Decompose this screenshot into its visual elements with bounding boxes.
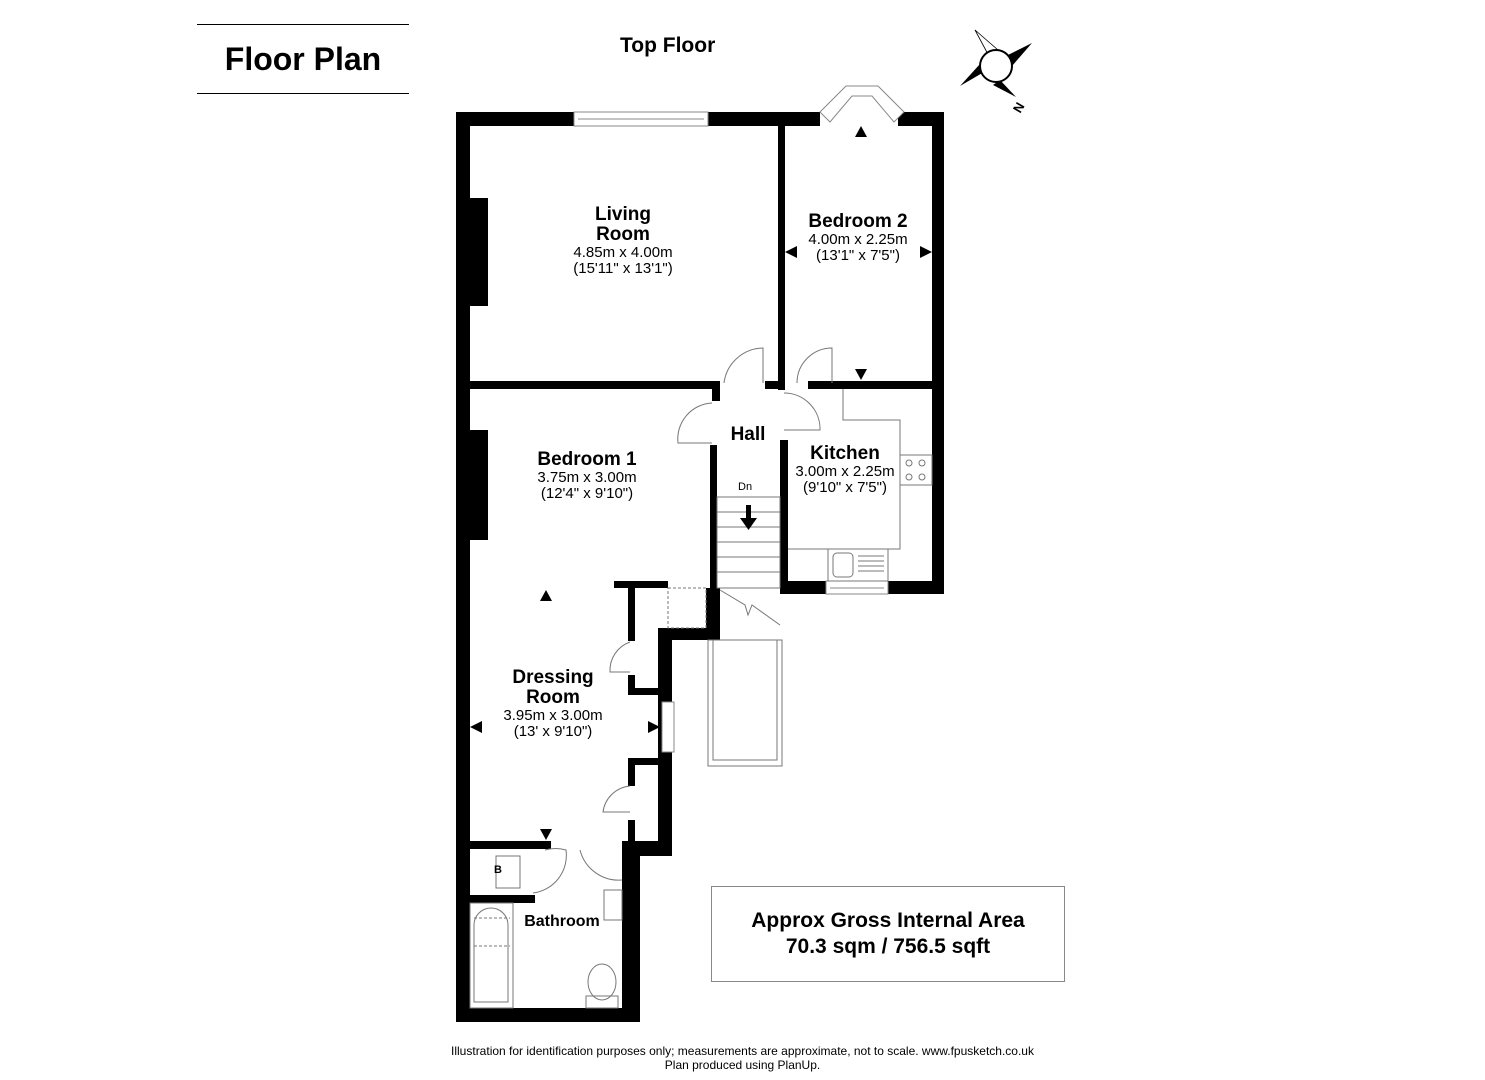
gross-internal-area-box: Approx Gross Internal Area 70.3 sqm / 75… bbox=[711, 886, 1065, 982]
area-value: 70.3 sqm / 756.5 sqft bbox=[785, 935, 991, 958]
room-bathroom: Bathroom bbox=[524, 913, 600, 930]
doors bbox=[532, 347, 833, 894]
room-bedroom-2: Bedroom 2 4.00m x 2.25m (13'1" x 7'5") bbox=[784, 212, 932, 265]
compass-rose-icon bbox=[960, 29, 1032, 97]
room-dimensions-metric: 4.85m x 4.00m bbox=[573, 243, 673, 261]
room-bedroom-1: Bedroom 1 3.75m x 3.00m (12'4" x 9'10") bbox=[512, 450, 662, 503]
room-dimensions-metric: 3.75m x 3.00m bbox=[537, 468, 637, 486]
room-dimensions-metric: 4.00m x 2.25m bbox=[808, 230, 908, 248]
disclaimer-footer: Illustration for identification purposes… bbox=[0, 1044, 1485, 1073]
boiler-label: B bbox=[494, 864, 502, 876]
room-dressing-room: Dressing Room 3.95m x 3.00m (13' x 9'10"… bbox=[478, 668, 628, 741]
stairs-down-label: Dn bbox=[738, 481, 753, 493]
plan-title: Floor Plan bbox=[224, 40, 382, 77]
measure-markers bbox=[470, 126, 932, 840]
room-dimensions-metric: 3.95m x 3.00m bbox=[503, 706, 603, 724]
walls bbox=[456, 112, 944, 1022]
room-living-room: Living Room 4.85m x 4.00m (15'11" x 13'1… bbox=[548, 205, 698, 278]
area-heading: Approx Gross Internal Area bbox=[751, 908, 1025, 932]
room-dimensions-imperial: (15'11" x 13'1") bbox=[573, 260, 673, 278]
room-dimensions-imperial: (13'1" x 7'5") bbox=[816, 247, 900, 265]
room-kitchen: Kitchen 3.00m x 2.25m (9'10" x 7'5") bbox=[780, 444, 910, 497]
windows bbox=[573, 85, 905, 753]
room-hall: Hall bbox=[730, 424, 766, 445]
floor-name: Top Floor bbox=[620, 34, 716, 57]
room-dimensions-imperial: (9'10" x 7'5") bbox=[803, 479, 887, 497]
producer-credit: Plan produced using PlanUp. bbox=[664, 1058, 821, 1073]
room-dimensions-metric: 3.00m x 2.25m bbox=[795, 462, 895, 480]
bathroom-fixtures bbox=[469, 855, 623, 1009]
arrow-down-icon bbox=[740, 505, 757, 530]
disclaimer-text: Illustration for identification purposes… bbox=[451, 1044, 1034, 1058]
room-dimensions-imperial: (12'4" x 9'10") bbox=[540, 485, 634, 503]
plan-title-block: Floor Plan bbox=[197, 24, 409, 94]
kitchen-fixtures bbox=[788, 389, 933, 582]
room-dimensions-imperial: (13' x 9'10") bbox=[513, 723, 593, 741]
